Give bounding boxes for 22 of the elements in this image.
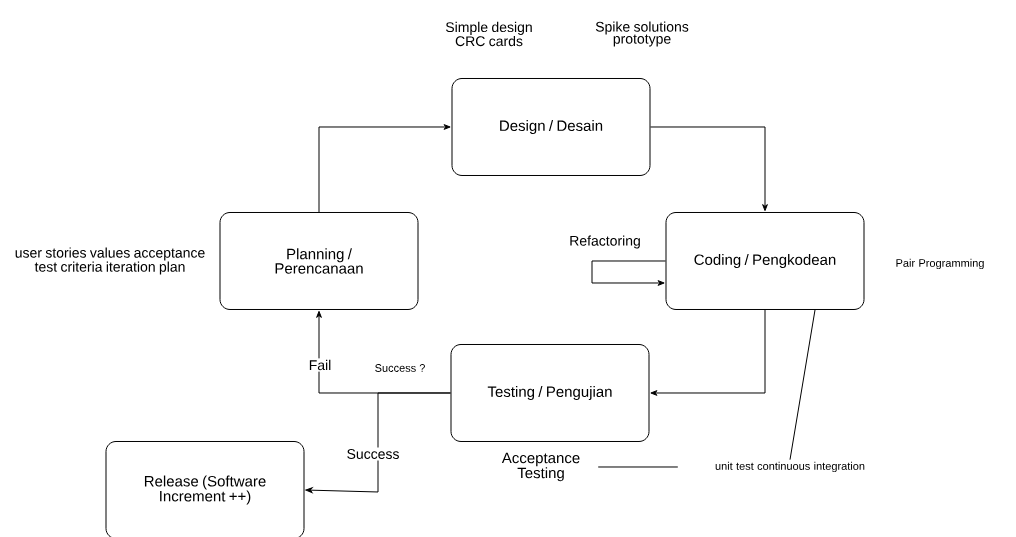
- arrow: [650, 309, 766, 396]
- annotation-text: Spike solutions prototype: [595, 21, 689, 47]
- arrow: [305, 392, 451, 494]
- annotation-text: user stories values acceptance test criteria iteration plan: [15, 247, 205, 275]
- annotation-text: Success ?: [375, 364, 425, 372]
- note-text: unit test continuous integration: [715, 461, 865, 473]
- leader-line: [789, 309, 816, 461]
- note-text: Acceptance Testing: [501, 452, 580, 482]
- arrow: [650, 126, 768, 212]
- edge-label: Success: [345, 447, 401, 461]
- process-box: Planning / Perencanaan: [219, 212, 419, 310]
- process-box: Design / Desain: [451, 78, 651, 176]
- annotation-text: Simple design CRC cards: [445, 21, 532, 47]
- edge-label: Refactoring: [567, 233, 643, 250]
- process-box: Testing / Pengujian: [450, 344, 650, 442]
- leader-line: [597, 466, 679, 468]
- process-box: Coding / Pengkodean: [665, 212, 865, 310]
- annotation-text: Pair Programming: [896, 258, 984, 270]
- process-box: Release (Software Increment ++): [105, 441, 305, 537]
- arrow: [591, 260, 666, 286]
- edge-label: Fail: [307, 358, 333, 372]
- arrow: [318, 124, 451, 213]
